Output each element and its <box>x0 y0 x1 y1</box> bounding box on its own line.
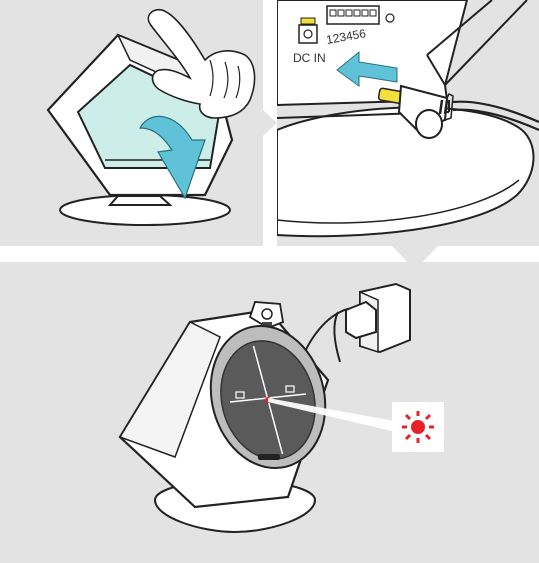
dc-in-socket <box>299 25 317 43</box>
dc-in-label: DC IN <box>293 51 326 65</box>
tilt-base-illustration <box>0 0 263 246</box>
step-power-on-panel <box>0 262 539 563</box>
power-adapter-icon <box>346 284 410 352</box>
stand-plate <box>277 107 533 236</box>
connect-power-illustration: DC IN 123456 <box>277 0 539 246</box>
dc-in-color-marker <box>301 18 315 24</box>
step-tilt-base-panel <box>0 0 263 246</box>
step-connect-power-panel: DC IN 123456 <box>277 0 539 246</box>
stand-neck <box>110 196 170 205</box>
led-blinking-icon <box>402 411 434 443</box>
power-on-illustration <box>0 262 539 563</box>
